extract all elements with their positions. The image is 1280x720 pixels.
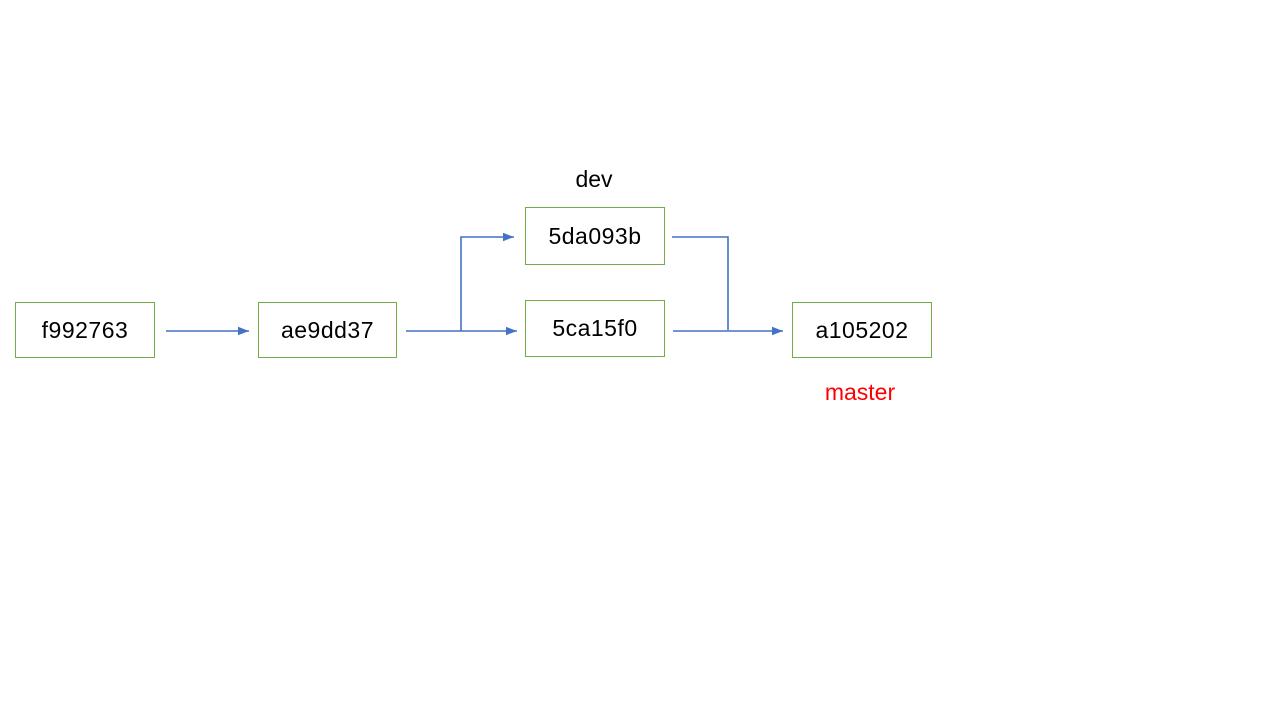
commit-hash-label: 5ca15f0 (552, 315, 638, 341)
commit-hash-label: ae9dd37 (280, 316, 375, 343)
commit-node-a105202: a105202 (792, 302, 932, 358)
edge-5da093b-merge-line (672, 236, 729, 330)
edge-ae9dd37-to-5da093b (460, 232, 514, 331)
branch-label-dev: dev (575, 166, 613, 192)
commit-hash-label: 5da093b (548, 222, 642, 249)
commit-hash-label: a105202 (815, 316, 909, 343)
branch-label-master: master (824, 379, 896, 405)
commit-hash-label: f992763 (41, 316, 129, 343)
commit-node-5da093b: 5da093b (525, 207, 665, 265)
commit-node-5ca15f0: 5ca15f0 (525, 300, 665, 357)
commit-node-ae9dd37: ae9dd37 (258, 302, 397, 358)
commit-node-f992763: f992763 (15, 302, 155, 358)
